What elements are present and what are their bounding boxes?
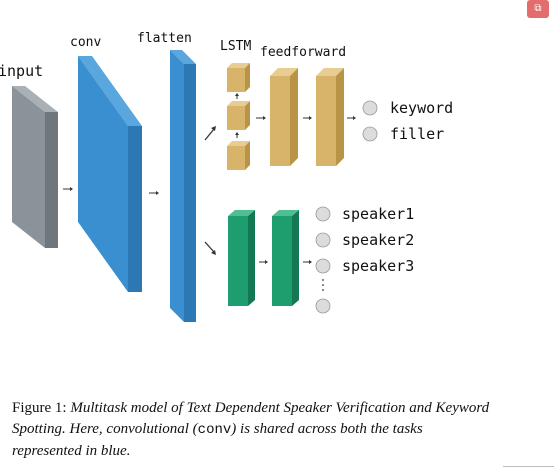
- arrow-sp2-outputs: [303, 260, 312, 264]
- arrow-flatten-lstm: [204, 126, 216, 141]
- figure-caption: Figure 1: Multitask model of Text Depend…: [12, 398, 492, 462]
- output-node-speaker1: [315, 206, 331, 222]
- caption-code: conv: [197, 422, 232, 438]
- caption-body-before: Multitask model of Text Dependent Speake…: [12, 400, 490, 437]
- input-block: [12, 86, 58, 248]
- speaker-layer-1: [228, 210, 255, 306]
- output-label-speaker1: speaker1: [342, 205, 414, 223]
- feedforward-layer-1: [270, 68, 298, 166]
- ellipsis-dots: [322, 279, 324, 291]
- lstm-label: LSTM: [220, 39, 251, 54]
- output-node-speaker3: [315, 258, 331, 274]
- flatten-label: flatten: [137, 31, 192, 46]
- lstm-recurrent-arrow: [235, 93, 239, 99]
- output-label-keyword: keyword: [390, 99, 453, 117]
- output-node-speaker2: [315, 232, 331, 248]
- output-node-keyword: [362, 100, 378, 116]
- output-node-filler: [362, 126, 378, 142]
- caption-body-after: ) is shared across both the tasks repres…: [12, 421, 423, 459]
- output-label-filler: filler: [390, 125, 444, 143]
- lstm-cell: [227, 63, 250, 92]
- conv-block: [78, 56, 142, 292]
- corner-app-icon[interactable]: ⧉: [527, 0, 549, 18]
- lstm-recurrent-arrow: [235, 132, 239, 138]
- lstm-cell: [227, 101, 250, 130]
- bottom-divider: [503, 466, 554, 467]
- speaker-layer-2: [272, 210, 299, 306]
- lstm-cell: [227, 141, 250, 170]
- flatten-block: [170, 50, 196, 322]
- conv-label: conv: [70, 35, 101, 50]
- feedforward-layer-2: [316, 68, 344, 166]
- arrow-lstm-ff: [256, 116, 266, 120]
- feedforward-label: feedforward: [260, 45, 346, 60]
- arrow-sp1-sp2: [259, 260, 268, 264]
- input-label: input: [0, 62, 43, 80]
- arrow-ff2-outputs: [347, 116, 356, 120]
- arrow-conv-flatten: [149, 191, 159, 195]
- output-node-speaker-n: [315, 298, 331, 314]
- arrow-flatten-speaker: [204, 241, 216, 255]
- output-label-speaker2: speaker2: [342, 231, 414, 249]
- output-label-speaker3: speaker3: [342, 257, 414, 275]
- caption-prefix: Figure 1:: [12, 400, 71, 416]
- arrow-input-conv: [63, 187, 73, 191]
- arrow-ff1-ff2: [303, 116, 312, 120]
